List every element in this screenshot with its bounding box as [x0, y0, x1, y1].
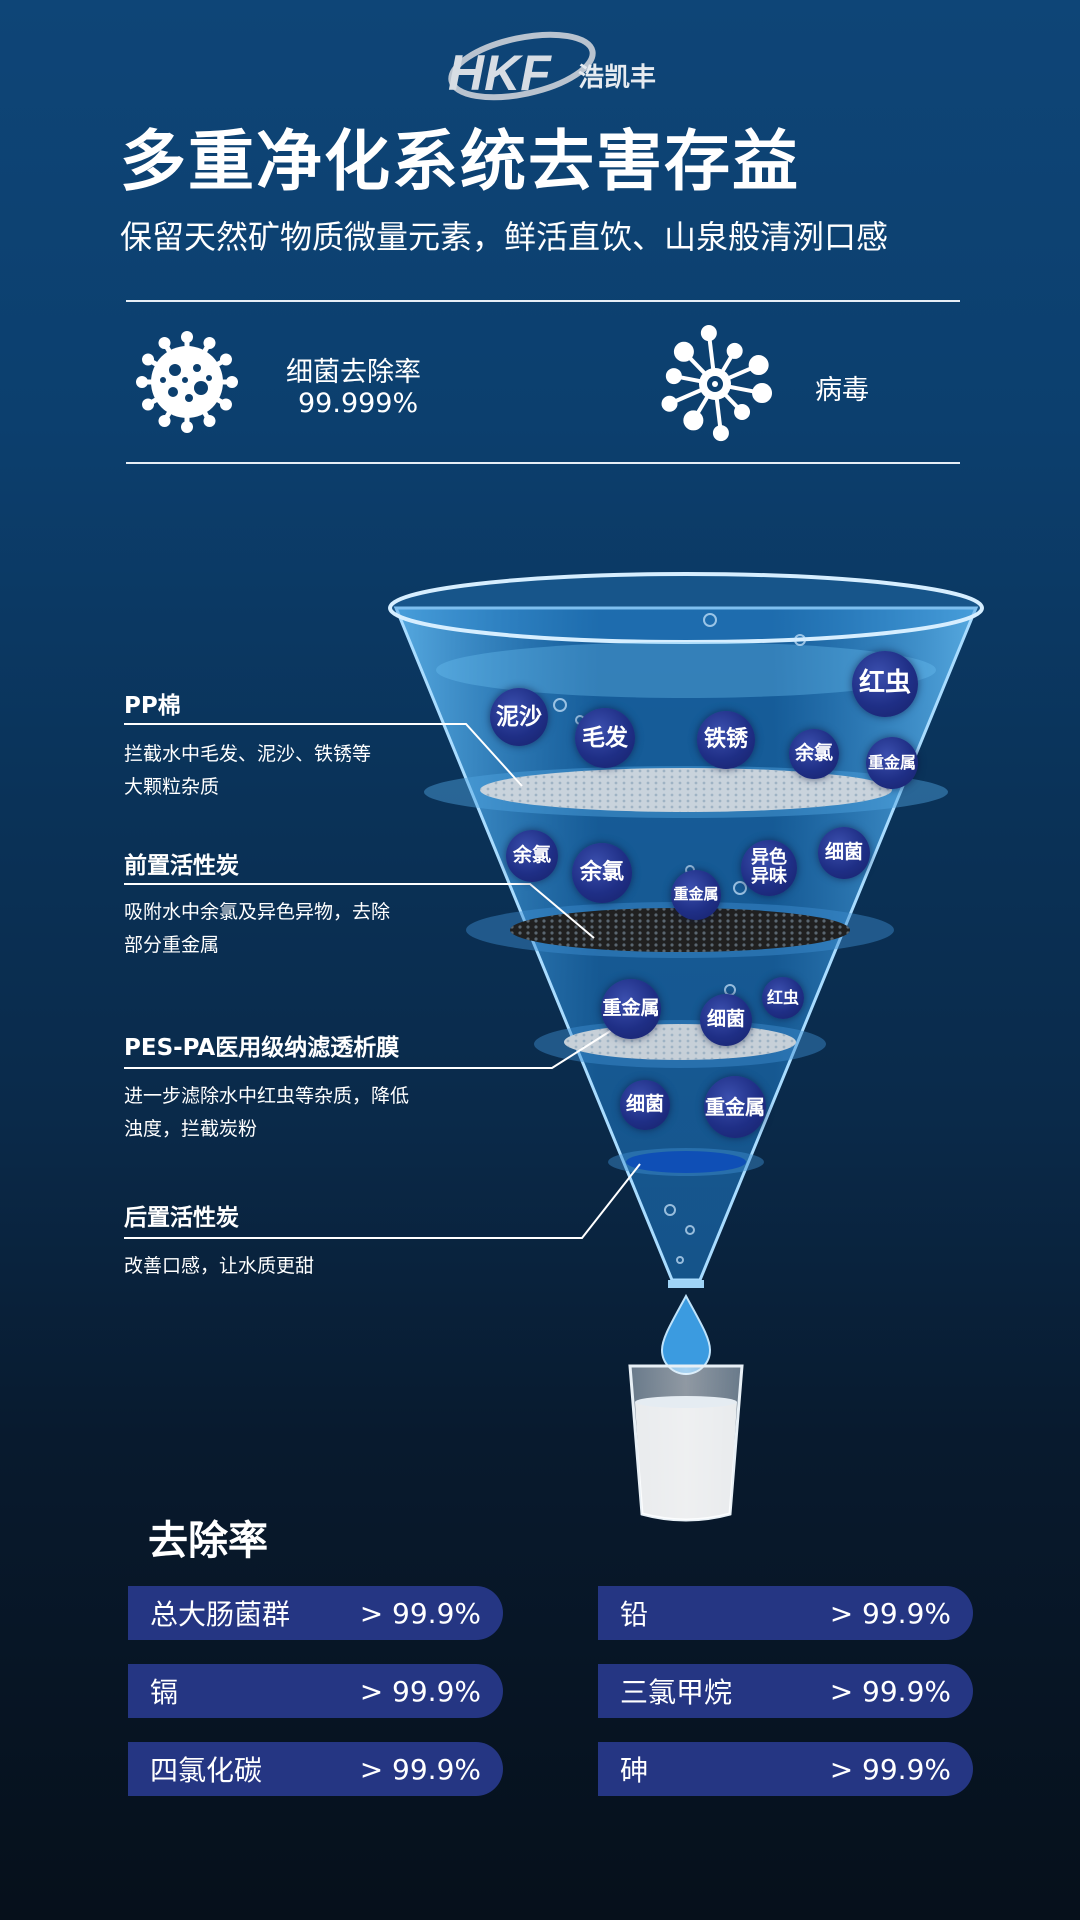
particle-sand: 泥沙 [490, 688, 548, 746]
bacteria-label: 细菌去除率 [286, 357, 421, 388]
particle-residual-chlorine: 余氯 [572, 843, 632, 903]
removal-item-value: > 99.9% [359, 1596, 481, 1630]
stage-title-pre-carbon: 前置活性炭 [124, 853, 239, 879]
stage-title-post-carbon: 后置活性炭 [124, 1205, 239, 1231]
page-subtitle: 保留天然矿物质微量元素，鲜活直饮、山泉般清洌口感 [120, 218, 889, 256]
removal-item-value: > 99.9% [829, 1596, 951, 1630]
particle-heavy-metal: 重金属 [866, 737, 918, 789]
removal-item: 四氯化碳 > 99.9% [128, 1742, 503, 1796]
particle-heavy-metal: 重金属 [704, 1076, 766, 1138]
removal-item-value: > 99.9% [359, 1674, 481, 1708]
particle-rust: 铁锈 [697, 711, 755, 769]
particle-red-worm: 红虫 [762, 977, 804, 1019]
particle-hair: 毛发 [575, 708, 635, 768]
stage-desc-pp-cotton-1: 拦截水中毛发、泥沙、铁锈等 [124, 743, 372, 765]
removal-item-value: > 99.9% [829, 1752, 951, 1786]
divider-top [126, 300, 960, 302]
stage-desc-pre-carbon-2: 部分重金属 [124, 934, 220, 956]
removal-item: 铅 > 99.9% [598, 1586, 973, 1640]
removal-item-name: 总大肠菌群 [150, 1598, 291, 1631]
post-carbon-layer [626, 1151, 746, 1173]
removal-item-name: 铅 [620, 1598, 649, 1631]
removal-item: 砷 > 99.9% [598, 1742, 973, 1796]
removal-item-value: > 99.9% [359, 1752, 481, 1786]
virus-label: 病毒 [815, 375, 869, 406]
removal-item-name: 砷 [620, 1754, 649, 1787]
removal-item: 镉 > 99.9% [128, 1664, 503, 1718]
stage-title-membrane: PES-PA医用级纳滤透析膜 [124, 1035, 400, 1061]
bacteria-icon [136, 331, 238, 433]
brand-logo: HKF 浩凯丰 [448, 31, 656, 101]
removal-title: 去除率 [148, 1518, 268, 1564]
stage-desc-pre-carbon-1: 吸附水中余氯及异色异物，去除 [124, 901, 391, 923]
logo-text: HKF [448, 45, 552, 101]
particle-bacteria: 细菌 [818, 827, 870, 879]
removal-item-value: > 99.9% [829, 1674, 951, 1708]
particle-heavy-metal: 重金属 [671, 870, 721, 920]
stage-desc-pp-cotton-2: 大颗粒杂质 [124, 776, 220, 798]
filter-funnel-illustration [388, 572, 984, 1522]
removal-item: 三氯甲烷 > 99.9% [598, 1664, 973, 1718]
stage-title-pp-cotton: PP棉 [124, 693, 181, 719]
particle-residual-chlorine: 余氯 [789, 729, 839, 779]
virus-icon [661, 325, 773, 442]
particle-residual-chlorine: 余氯 [506, 830, 558, 882]
page-title: 多重净化系统去害存益 [120, 123, 800, 200]
particle-bacteria: 细菌 [620, 1080, 670, 1130]
removal-item-name: 三氯甲烷 [620, 1676, 733, 1709]
removal-item: 总大肠菌群 > 99.9% [128, 1586, 503, 1640]
removal-item-name: 镉 [150, 1676, 179, 1709]
particle-odor-color: 异色 异味 [741, 840, 797, 896]
funnel-rim [388, 572, 984, 644]
divider-bottom [126, 462, 960, 464]
stage-desc-membrane-2: 浊度，拦截炭粉 [124, 1118, 258, 1140]
stage-desc-post-carbon-1: 改善口感，让水质更甜 [124, 1255, 315, 1277]
bacteria-value: 99.999% [298, 388, 419, 419]
particle-bacteria: 细菌 [700, 994, 752, 1046]
particle-red-worm: 红虫 [852, 651, 918, 717]
logo-name: 浩凯丰 [578, 63, 656, 93]
removal-item-name: 四氯化碳 [150, 1754, 263, 1787]
particle-heavy-metal: 重金属 [601, 979, 661, 1039]
stage-desc-membrane-1: 进一步滤除水中红虫等杂质，降低 [124, 1085, 410, 1107]
